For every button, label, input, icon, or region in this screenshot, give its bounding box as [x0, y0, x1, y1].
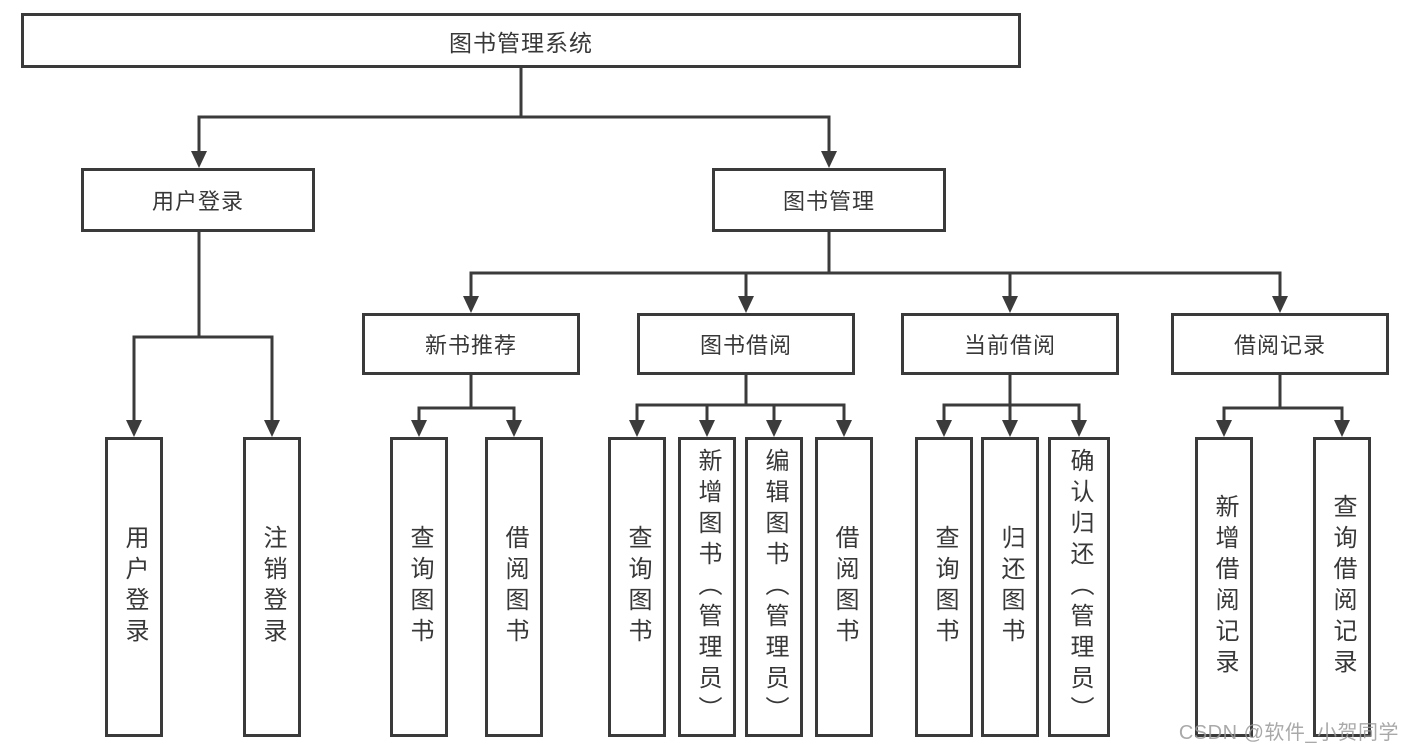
node-book-management: 图书管理: [712, 168, 946, 232]
leaf-confirm-return-admin: 确认归还（管理员）: [1048, 437, 1110, 737]
leaf-borrow-books: 借阅图书: [815, 437, 873, 737]
leaf-query-books-borrow: 查询图书: [608, 437, 666, 737]
arrow-down-icon: [411, 420, 427, 437]
arrow-down-icon: [126, 420, 142, 437]
leaf-user-login: 用户登录: [105, 437, 163, 737]
edge-new-book-recommend-to-leaves: [411, 375, 522, 437]
arrow-down-icon: [836, 420, 852, 437]
csdn-watermark: CSDN @软件_小贺同学: [1178, 722, 1399, 744]
leaf-borrow-books-recommend: 借阅图书: [485, 437, 543, 737]
leaf-query-borrow-record: 查询借阅记录: [1313, 437, 1371, 737]
leaf-add-borrow-record: 新增借阅记录: [1195, 437, 1253, 737]
node-book-borrow: 图书借阅: [637, 313, 855, 375]
arrow-down-icon: [1002, 296, 1018, 313]
arrow-down-icon: [738, 296, 754, 313]
arrow-down-icon: [766, 420, 782, 437]
arrow-down-icon: [936, 420, 952, 437]
leaf-edit-books-admin: 编辑图书（管理员）: [745, 437, 803, 737]
arrow-down-icon: [699, 420, 715, 437]
arrow-down-icon: [629, 420, 645, 437]
arrow-down-icon: [191, 151, 207, 168]
node-borrow-records: 借阅记录: [1171, 313, 1389, 375]
edge-book-management-to-level3: [463, 232, 1288, 313]
edge-root-to-level2: [191, 68, 837, 168]
arrow-down-icon: [1216, 420, 1232, 437]
edge-book-borrow-to-leaves: [629, 375, 852, 437]
leaf-logout: 注销登录: [243, 437, 301, 737]
arrow-down-icon: [1071, 420, 1087, 437]
arrow-down-icon: [1272, 296, 1288, 313]
edge-borrow-records-to-leaves: [1216, 375, 1350, 437]
arrow-down-icon: [463, 296, 479, 313]
node-root-system: 图书管理系统: [21, 13, 1021, 68]
leaf-add-books-admin: 新增图书（管理员）: [678, 437, 736, 737]
arrow-down-icon: [506, 420, 522, 437]
node-user-login: 用户登录: [81, 168, 315, 232]
arrow-down-icon: [264, 420, 280, 437]
leaf-query-books-current: 查询图书: [915, 437, 973, 737]
node-current-borrow: 当前借阅: [901, 313, 1119, 375]
node-new-book-recommend: 新书推荐: [362, 313, 580, 375]
leaf-query-books-recommend: 查询图书: [390, 437, 448, 737]
edge-user-login-to-leaves: [126, 232, 280, 437]
edge-current-borrow-to-leaves: [936, 375, 1087, 437]
leaf-return-books: 归还图书: [981, 437, 1039, 737]
arrow-down-icon: [1334, 420, 1350, 437]
arrow-down-icon: [821, 151, 837, 168]
arrow-down-icon: [1002, 420, 1018, 437]
